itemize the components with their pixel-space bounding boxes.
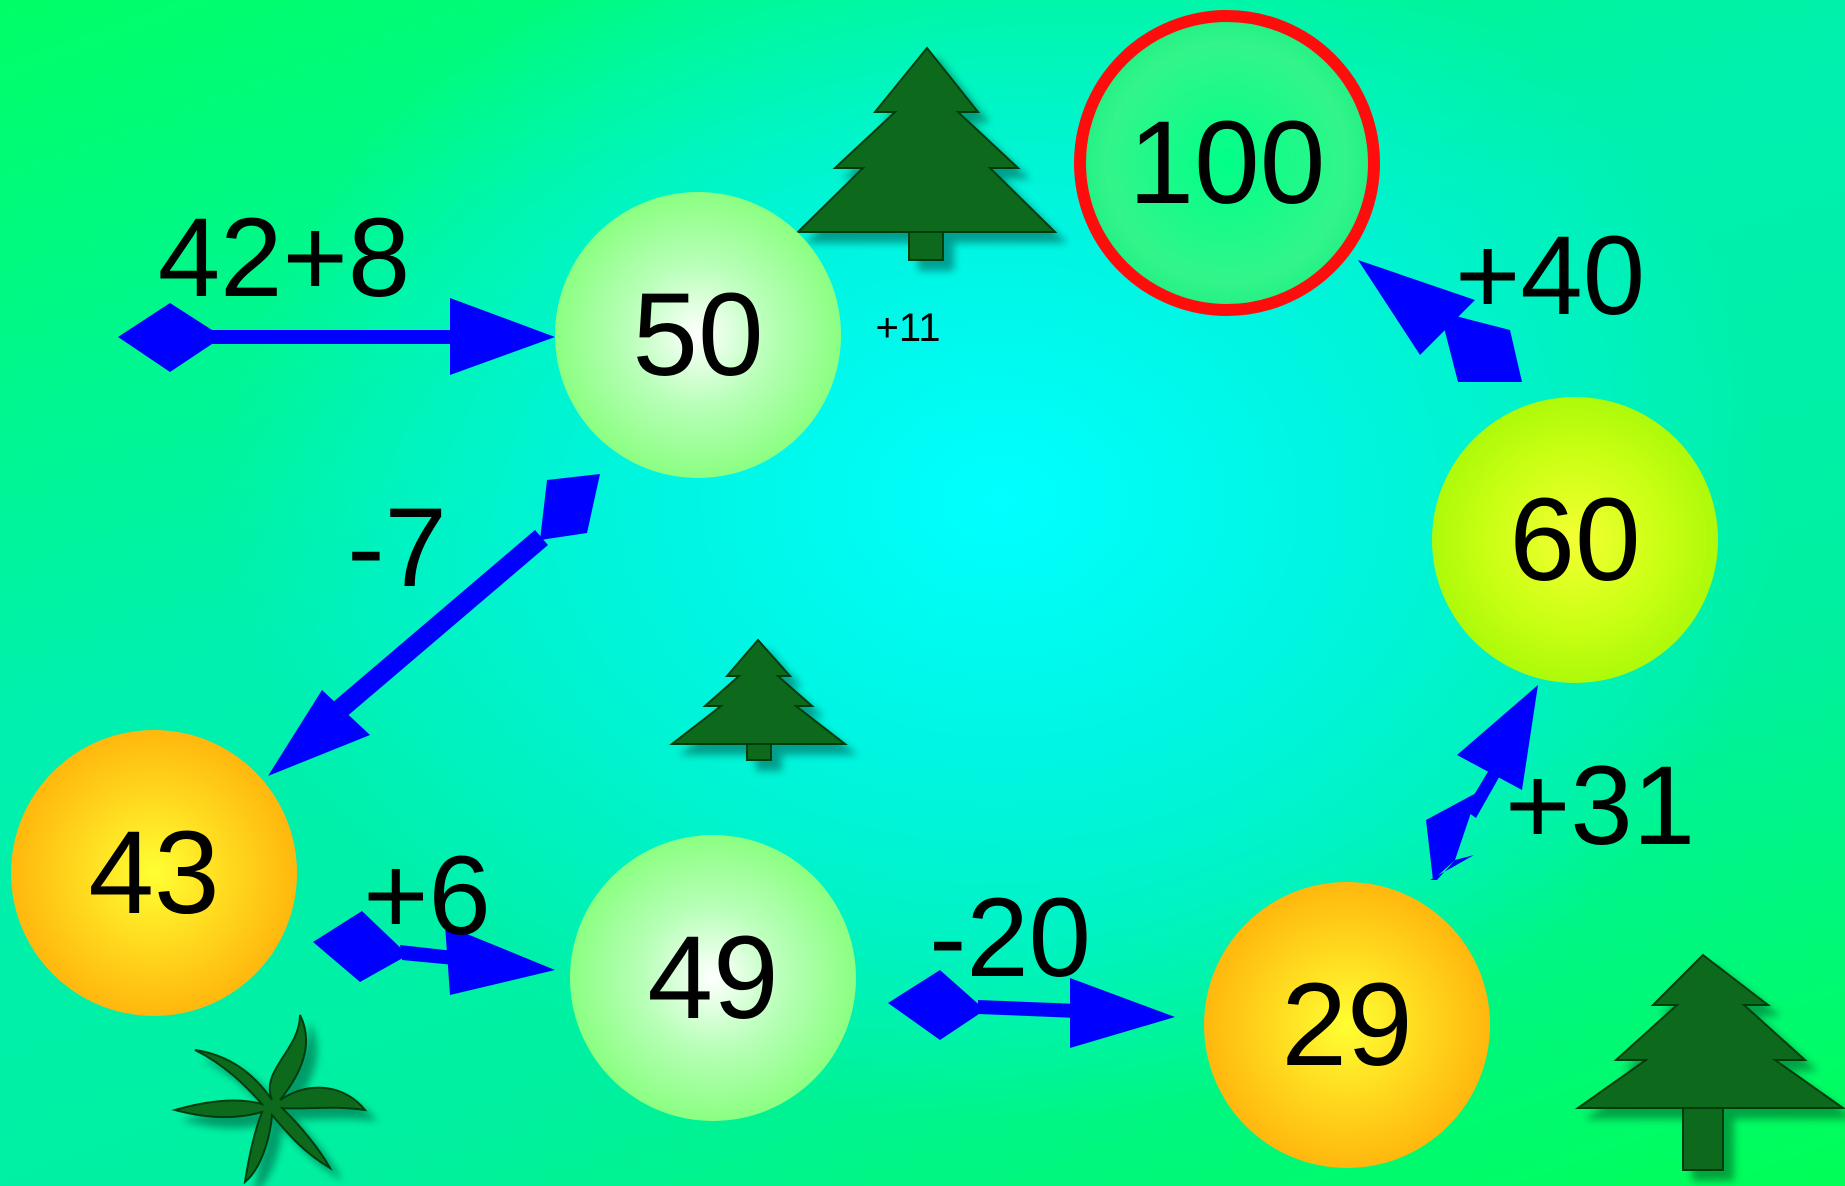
palm-plant-icon <box>171 1014 368 1185</box>
target-node-100[interactable]: 100 <box>1074 10 1380 316</box>
number-node-43[interactable]: 43 <box>11 730 297 1016</box>
operation-label-plus31: +31 <box>1505 743 1695 868</box>
number-node-60[interactable]: 60 <box>1432 397 1718 683</box>
number-node-value: 43 <box>88 807 220 939</box>
arrow-43-to-49 <box>313 911 555 995</box>
operation-label-minus20: -20 <box>929 875 1091 1000</box>
pine-tree-icon <box>669 638 848 761</box>
arrow-29-to-60 <box>1426 685 1538 880</box>
operation-label-plus11: +11 <box>875 306 941 350</box>
operation-label-plus6: +6 <box>363 833 491 958</box>
number-node-value: 60 <box>1509 474 1641 606</box>
number-node-50[interactable]: 50 <box>555 192 841 478</box>
arrow-42-to-50 <box>118 298 555 375</box>
number-node-49[interactable]: 49 <box>570 835 856 1121</box>
arrow-49-to-29 <box>888 970 1175 1048</box>
arrow-60-to-100 <box>1358 260 1522 382</box>
number-node-29[interactable]: 29 <box>1204 882 1490 1168</box>
operation-label-start: 42+8 <box>157 195 411 320</box>
arrow-50-to-43 <box>268 474 600 776</box>
operation-label-minus7: -7 <box>347 485 447 610</box>
number-node-value: 100 <box>1128 97 1326 229</box>
operation-label-plus40: +40 <box>1455 213 1645 338</box>
pine-tree-icon <box>795 46 1058 261</box>
pine-tree-icon <box>1574 953 1845 1171</box>
number-node-value: 50 <box>632 269 764 401</box>
number-node-value: 49 <box>647 912 779 1044</box>
number-node-value: 29 <box>1281 959 1413 1091</box>
